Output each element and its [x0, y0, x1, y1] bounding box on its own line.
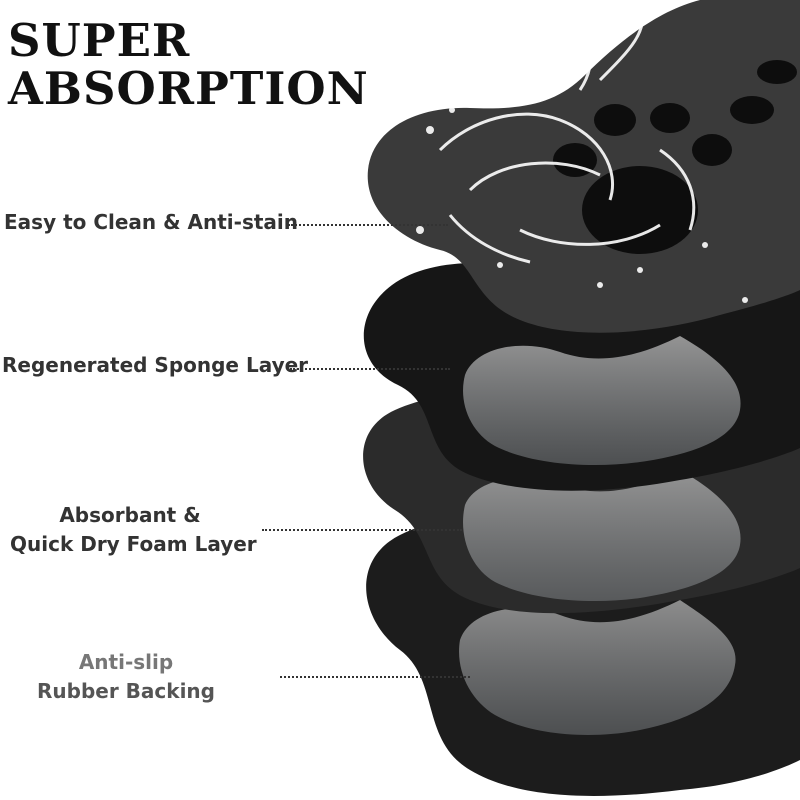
paw-print-icon	[730, 60, 797, 124]
rubber-backing-water	[459, 600, 736, 735]
layer-label-foam-line-2: Quick Dry Foam Layer	[10, 532, 257, 556]
leader-line-sponge	[290, 368, 450, 370]
paw-print-icon	[553, 103, 732, 254]
water-splash-icon	[438, 4, 696, 264]
layer-label-top: Easy to Clean & Anti-stain	[4, 210, 299, 234]
layer-label-foam: Absorbant & Quick Dry Foam Layer	[10, 501, 257, 559]
water-droplets	[416, 21, 748, 303]
layer-label-foam-line-1: Absorbant &	[59, 503, 201, 527]
layer-label-rubber: Anti-slip Rubber Backing	[6, 648, 246, 706]
leader-line-rubber	[280, 676, 470, 678]
foam-layer-water	[463, 470, 741, 602]
headline-line-2: ABSORPTION	[8, 62, 369, 115]
leader-line-top	[288, 224, 448, 226]
headline-line-1: SUPER	[8, 14, 191, 67]
layer-label-rubber-line-2: Rubber Backing	[37, 679, 215, 703]
leader-line-foam	[262, 529, 462, 531]
layer-label-sponge: Regenerated Sponge Layer	[2, 353, 309, 377]
layer-label-rubber-line-1: Anti-slip	[78, 650, 174, 674]
sponge-layer-water	[463, 336, 741, 466]
